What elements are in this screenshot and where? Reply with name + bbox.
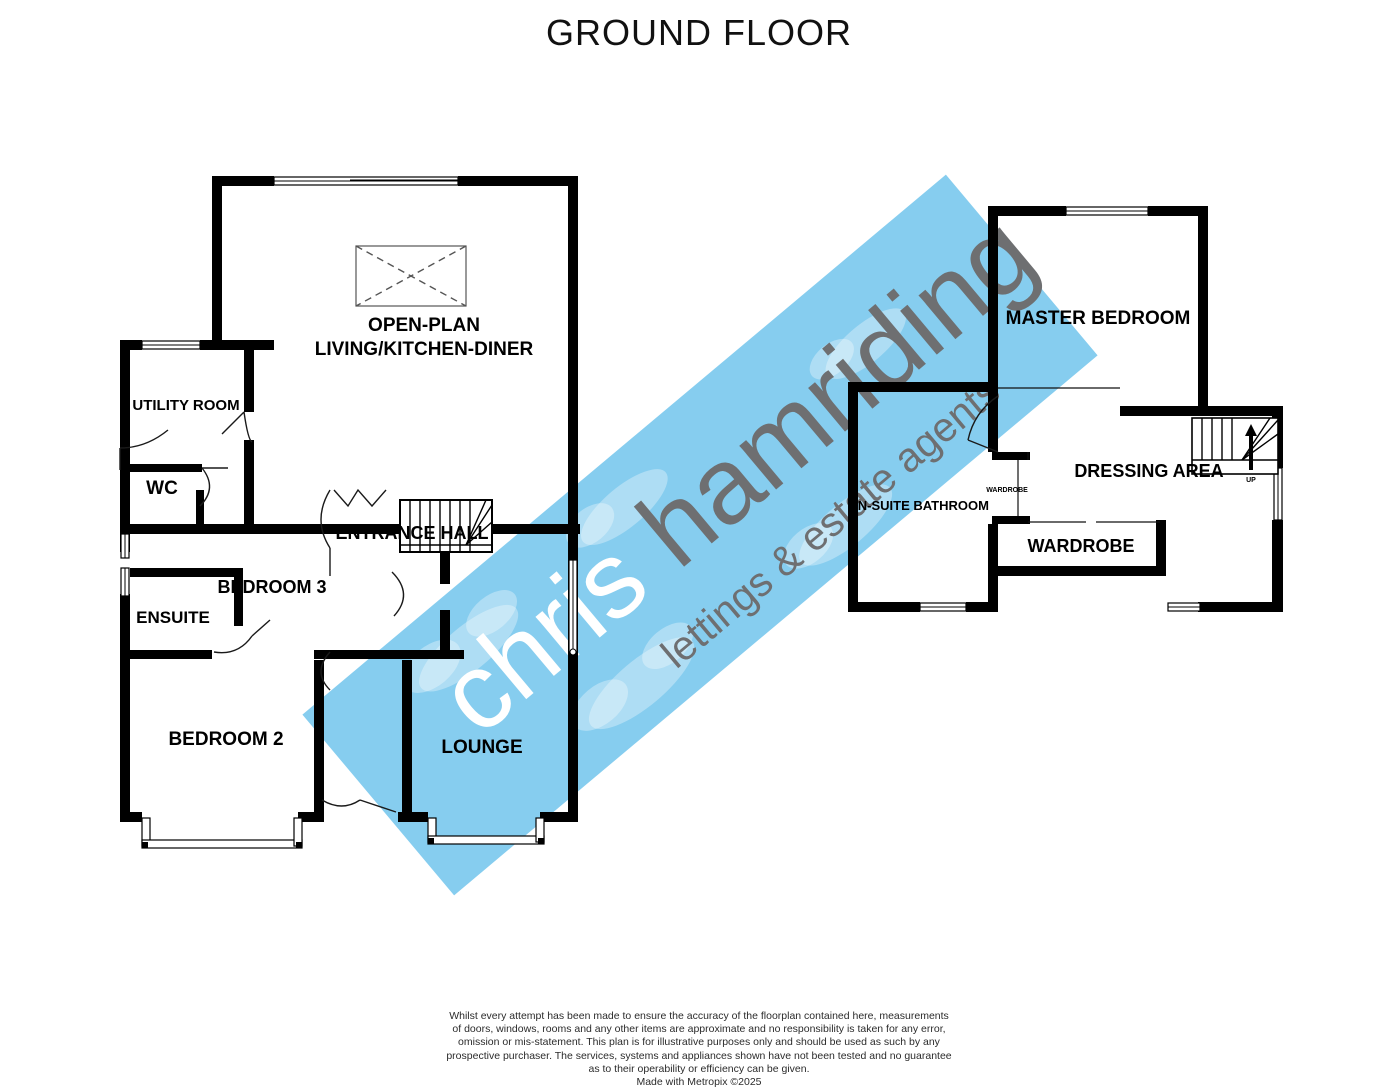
window-glyph (120, 533, 130, 559)
disclaimer-line-6: Made with Metropix ©2025 (636, 1076, 762, 1089)
room-label-en-suite-bathroom: EN-SUITE BATHROOM (849, 498, 989, 513)
room-label-wardrobe-closet: WARDROBE (986, 487, 1028, 494)
entrance-hall-stairs (399, 499, 493, 553)
up-arrow-icon (1245, 424, 1257, 470)
window-glyph (1065, 206, 1149, 216)
page-title: GROUND FLOOR (545, 12, 852, 53)
room-label-open-plan-l1: OPEN-PLAN (368, 315, 480, 336)
room-label-wardrobe: WARDROBE (1028, 536, 1135, 556)
room-label-bedroom-2: BEDROOM 2 (168, 729, 283, 750)
window-glyph (120, 567, 130, 597)
disclaimer-line-2: of doors, windows, rooms and any other i… (452, 1023, 946, 1036)
bay-window-glyph (427, 817, 545, 845)
disclaimer-line-4: prospective purchaser. The services, sys… (446, 1049, 952, 1062)
stairs-up-label: UP (1246, 477, 1256, 484)
disclaimer-line-1: Whilst every attempt has been made to en… (449, 1010, 949, 1022)
cloud-icon (566, 469, 668, 548)
room-label-lounge: LOUNGE (441, 737, 522, 758)
room-labels: OPEN-PLAN LIVING/KITCHEN-DINER UTILITY R… (132, 308, 1256, 758)
dressing-area-stairs (1191, 417, 1279, 475)
room-label-bedroom-3: BEDROOM 3 (217, 577, 326, 597)
window-glyph (568, 559, 578, 656)
disclaimer-text: Whilst every attempt has been made to en… (0, 1010, 1398, 1089)
left-block-walls (120, 176, 580, 822)
doors-left-block (119, 411, 405, 813)
window-glyph (1273, 467, 1283, 521)
window-glyph (919, 602, 967, 612)
room-label-wc: WC (146, 478, 178, 499)
cloud-icon (809, 308, 907, 380)
window-glyph (1167, 602, 1201, 612)
bay-window-glyph (141, 817, 303, 849)
doors-right-block (967, 395, 999, 453)
cloud-icon (571, 622, 695, 731)
room-label-dressing-area: DRESSING AREA (1074, 461, 1223, 481)
room-label-master-bedroom: MASTER BEDROOM (1006, 308, 1191, 329)
room-label-entrance-hall: ENTRANCE HALL (336, 523, 489, 543)
room-label-ensuite: ENSUITE (136, 608, 210, 627)
skylight-feature (355, 245, 467, 307)
watermark-background (302, 174, 1098, 896)
cloud-icon (783, 484, 893, 569)
disclaimer-line-5: as to their operability or efficiency ca… (588, 1062, 810, 1075)
room-label-open-plan-l2: LIVING/KITCHEN-DINER (315, 339, 534, 360)
window-glyph (141, 340, 201, 350)
room-label-utility-room: UTILITY ROOM (132, 397, 239, 414)
disclaimer-line-3: omission or mis-statement. This plan is … (458, 1036, 940, 1049)
floorplan-drawing: chris hamriding lettings & estate agents (119, 174, 1283, 896)
windows-left-block (120, 176, 578, 849)
windows-right-block (919, 206, 1283, 612)
window-glyph (273, 176, 459, 186)
